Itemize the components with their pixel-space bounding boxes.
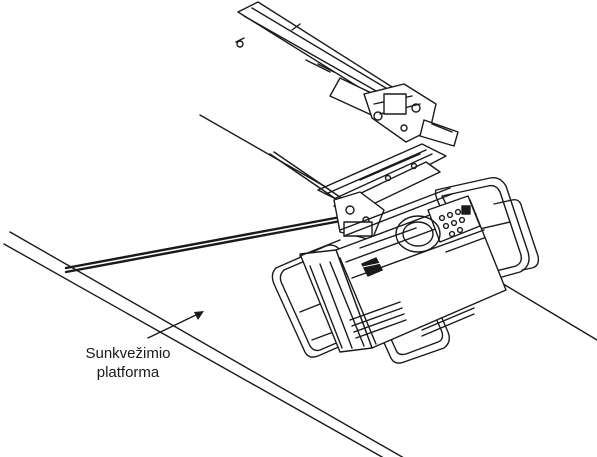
callout-arrow bbox=[147, 311, 204, 339]
truck-platform-edges bbox=[3, 114, 597, 457]
basket-emblem bbox=[357, 257, 387, 277]
leveling-cable bbox=[64, 151, 357, 274]
control-loop bbox=[395, 215, 441, 253]
basket-side-rails bbox=[299, 187, 485, 337]
boom-head-rotator bbox=[363, 83, 459, 147]
basket-deck bbox=[299, 199, 507, 353]
callout-line-1: Sunkvežimio bbox=[85, 345, 171, 362]
control-panel bbox=[427, 195, 481, 243]
truck-platform-label: Sunkvežimio platforma bbox=[58, 344, 198, 382]
callout-line-2: platforma bbox=[96, 364, 160, 381]
